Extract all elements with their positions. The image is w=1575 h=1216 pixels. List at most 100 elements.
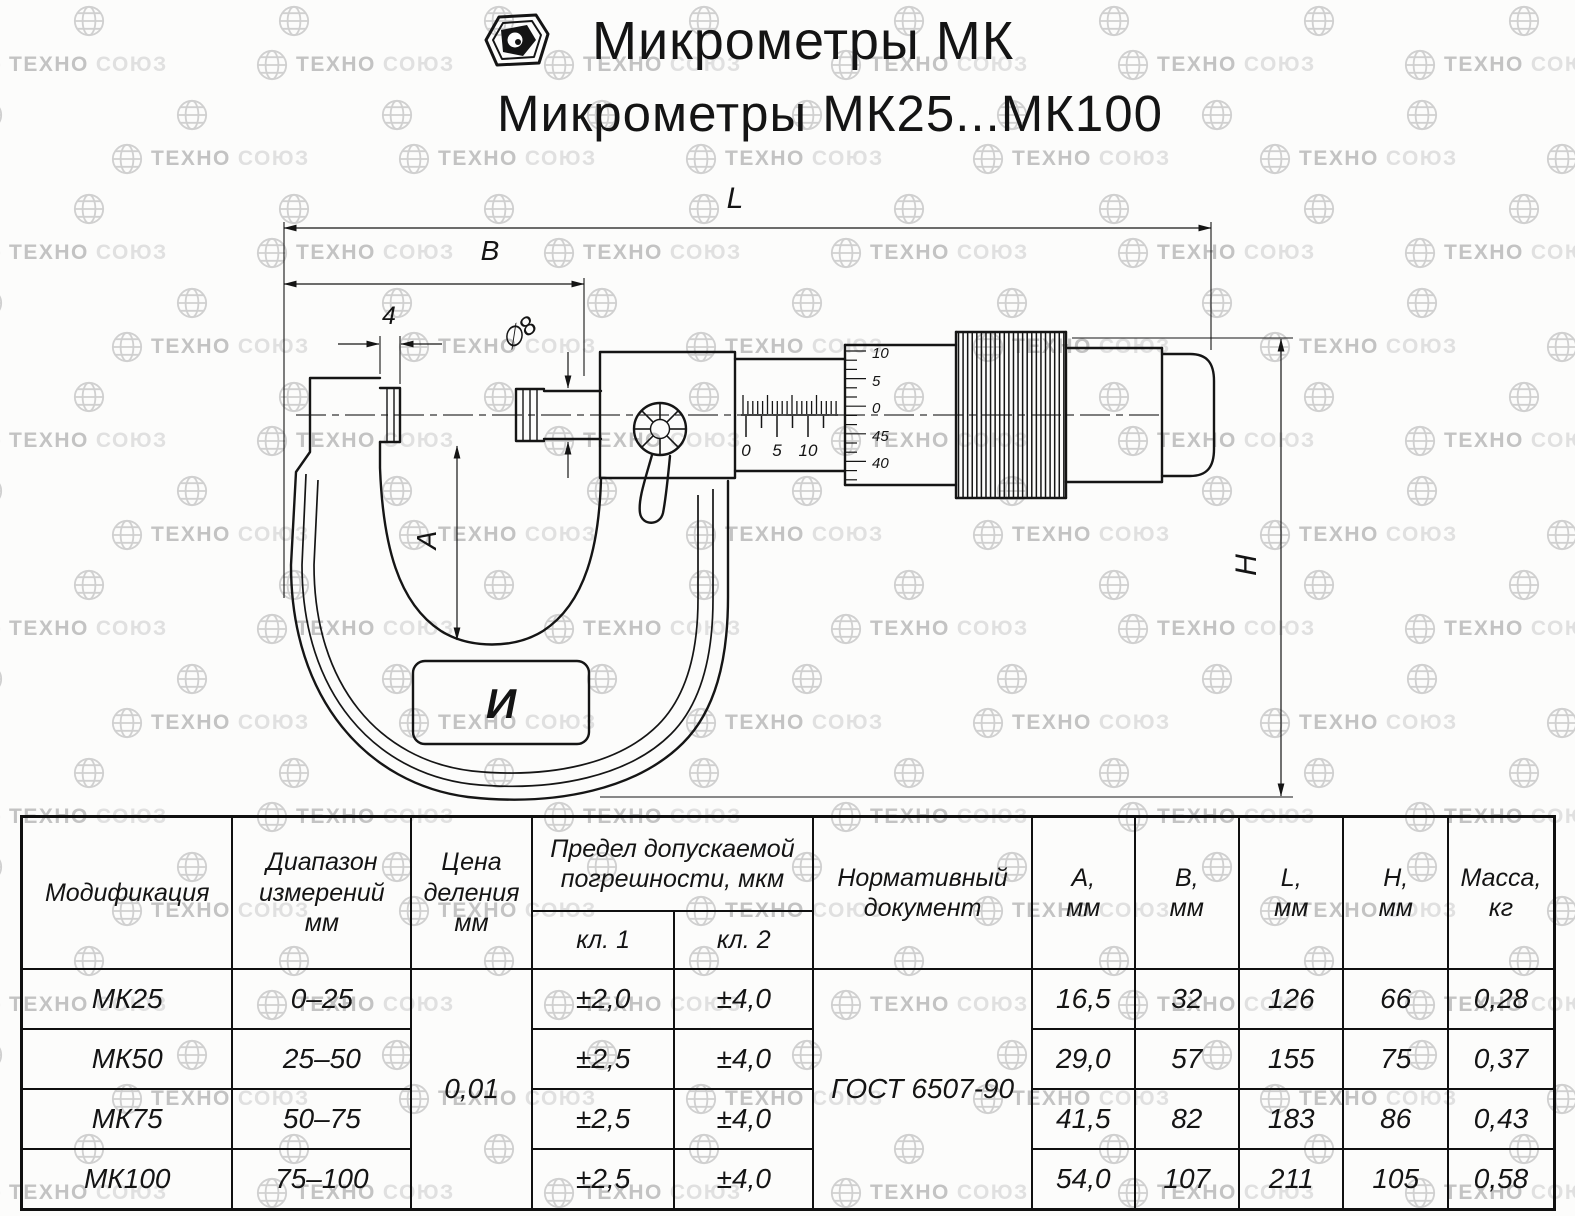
globe-icon xyxy=(0,859,3,875)
watermark-text-dark: ТЕХНО xyxy=(1012,711,1092,734)
watermark-text-light: СОЮЗ xyxy=(1243,53,1316,76)
cell-mass: 0,37 xyxy=(1446,1028,1556,1090)
globe-icon xyxy=(1201,475,1233,507)
cell-H: 86 xyxy=(1342,1088,1449,1150)
watermark-globe xyxy=(790,474,824,508)
globe-icon xyxy=(483,381,515,413)
watermark-text-light: СОЮЗ xyxy=(1098,523,1171,546)
dim-A-label: A xyxy=(411,531,442,552)
col-header-modification-label: Модификация xyxy=(44,878,210,907)
watermark-text-light: СОЮЗ xyxy=(811,147,884,170)
cell-B: 32 xyxy=(1133,968,1241,1030)
watermark-text-light: СОЮЗ xyxy=(1098,335,1171,358)
dimension-B: B xyxy=(283,235,585,376)
col-header-A-l2: мм xyxy=(1066,894,1101,922)
globe-icon xyxy=(483,569,515,601)
globe-icon xyxy=(73,5,105,37)
globe-icon xyxy=(543,237,575,269)
watermark-text-dark: ТЕХНО xyxy=(870,53,950,76)
cell-A: 29,0 xyxy=(1031,1028,1136,1090)
globe-icon xyxy=(398,143,430,175)
globe-icon xyxy=(830,613,862,645)
watermark-globe xyxy=(380,286,414,320)
col-header-error-l2: погрешности, мкм xyxy=(560,865,785,893)
watermark-globe xyxy=(482,192,516,226)
watermark-text-dark: ТЕХНО xyxy=(1299,711,1379,734)
dimension-4: 4 xyxy=(338,302,442,384)
globe-icon xyxy=(1303,381,1335,413)
globe-icon xyxy=(381,663,413,695)
globe-icon xyxy=(1546,143,1575,175)
globe-icon xyxy=(0,671,3,687)
spec-table: Модификация Диапазон измерений мм Цена д… xyxy=(20,815,1556,1211)
watermark-globe xyxy=(380,662,414,696)
cell-H: 105 xyxy=(1342,1148,1449,1211)
watermark-globe xyxy=(72,4,106,38)
table-row: МК50 25–50 ±2,5 ±4,0 29,0 57 155 75 0,37 xyxy=(20,1028,1556,1090)
cell-class1: ±2,5 xyxy=(530,1088,676,1150)
watermark-text-light: СОЮЗ xyxy=(669,429,742,452)
watermark-text-dark: ТЕХНО xyxy=(296,429,376,452)
watermark-globe xyxy=(1507,756,1541,790)
watermark-globe xyxy=(892,568,926,602)
watermark-text-dark: ТЕХНО xyxy=(1299,335,1379,358)
watermark-text-dark: ТЕХНО xyxy=(296,241,376,264)
frame-outline xyxy=(289,350,737,801)
watermark-globe xyxy=(175,474,209,508)
col-header-H: Н, мм xyxy=(1342,815,1449,970)
watermark-text-dark: ТЕХНО xyxy=(1012,147,1092,170)
cell-mod: МК75 xyxy=(20,1088,234,1150)
watermark-item: ТЕХНО СОЮЗ xyxy=(684,142,884,176)
watermark-globe xyxy=(1200,662,1234,696)
watermark-globe xyxy=(277,568,311,602)
globe-icon xyxy=(1259,143,1291,175)
watermark-globe xyxy=(1507,192,1541,226)
watermark-item: ТЕХНО СОЮЗ xyxy=(829,48,1029,82)
watermark-text-dark: ТЕХНО xyxy=(1157,429,1237,452)
watermark-text-dark: ТЕХНО xyxy=(438,147,518,170)
watermark-globe xyxy=(72,380,106,414)
globe-icon xyxy=(256,425,288,457)
watermark-text-light: СОЮЗ xyxy=(1385,147,1458,170)
cell-mod: МК50 xyxy=(20,1028,234,1090)
watermark-globe xyxy=(1507,568,1541,602)
watermark-text-light: СОЮЗ xyxy=(956,53,1029,76)
col-header-L-l1: L, xyxy=(1280,863,1302,892)
watermark-text-light: СОЮЗ xyxy=(524,335,597,358)
watermark-globe xyxy=(687,192,721,226)
cell-division-value: 0,01 xyxy=(410,968,533,1211)
watermark-text-dark: ТЕХНО xyxy=(1444,53,1524,76)
watermark-text-light: СОЮЗ xyxy=(956,617,1029,640)
watermark-globe xyxy=(1097,380,1131,414)
globe-icon xyxy=(791,287,823,319)
cell-class2: ±4,0 xyxy=(673,968,815,1030)
globe-icon xyxy=(1098,381,1130,413)
col-header-H-l1: Н, xyxy=(1383,863,1409,892)
col-header-division-l2: деления xyxy=(423,878,520,907)
watermark-globe xyxy=(1302,192,1336,226)
watermark-text-dark: ТЕХНО xyxy=(725,147,805,170)
watermark-text-light: СОЮЗ xyxy=(1385,335,1458,358)
watermark-text-light: СОЮЗ xyxy=(95,429,168,452)
globe-icon xyxy=(0,107,3,123)
brand-logo-icon xyxy=(484,13,550,67)
watermark-globe xyxy=(1405,286,1439,320)
globe-icon xyxy=(73,193,105,225)
globe-icon xyxy=(278,381,310,413)
watermark-globe xyxy=(482,4,516,38)
col-header-A: А, мм xyxy=(1031,815,1136,970)
watermark-text-dark: ТЕХНО xyxy=(438,335,518,358)
globe-icon xyxy=(73,757,105,789)
globe-icon xyxy=(688,757,720,789)
cell-mod: МК25 xyxy=(20,968,234,1030)
cell-range: 25–50 xyxy=(231,1028,413,1090)
col-header-B-l2: мм xyxy=(1169,894,1204,922)
